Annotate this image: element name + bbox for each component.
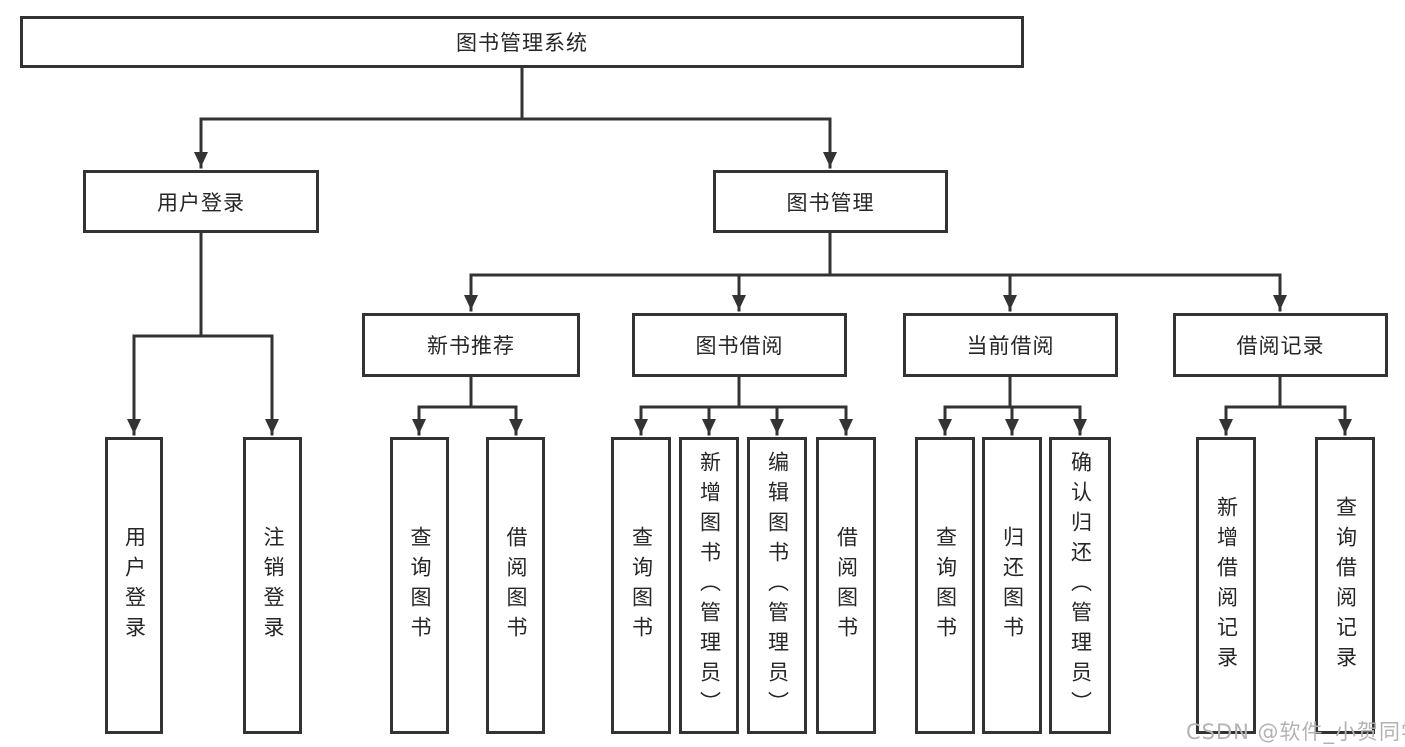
node-current-borrow: 当前借阅 xyxy=(903,313,1118,377)
watermark: CSDN @软件_小贺同学 xyxy=(1186,720,1405,744)
leaf-cb-confirm-return-admin: 确认归还（管理员） xyxy=(1049,437,1111,734)
node-new-book-recommend-label: 新书推荐 xyxy=(427,334,515,358)
node-book-borrow: 图书借阅 xyxy=(632,313,847,377)
node-current-borrow-label: 当前借阅 xyxy=(966,334,1055,358)
node-borrow-records-label: 借阅记录 xyxy=(1236,334,1325,358)
leaf-bb-borrow-books: 借阅图书 xyxy=(816,437,876,734)
leaf-cb-return-books-label: 归还图书 xyxy=(1000,525,1025,646)
node-new-book-recommend: 新书推荐 xyxy=(362,313,580,377)
leaf-nb-borrow-books: 借阅图书 xyxy=(486,437,545,734)
leaf-bb-query-books-label: 查询图书 xyxy=(629,525,654,646)
node-user-login-label: 用户登录 xyxy=(157,190,245,215)
leaf-bb-query-books: 查询图书 xyxy=(611,437,671,734)
node-book-borrow-label: 图书借阅 xyxy=(695,334,784,358)
leaf-bb-add-book-admin-label: 新增图书（管理员） xyxy=(697,450,722,721)
leaf-br-add-record-label: 新增借阅记录 xyxy=(1214,495,1239,676)
leaf-cb-query-books-label: 查询图书 xyxy=(933,525,958,646)
leaf-logout-label: 注销登录 xyxy=(261,525,285,646)
leaf-br-query-record: 查询借阅记录 xyxy=(1315,437,1375,734)
leaf-cb-confirm-return-admin-label: 确认归还（管理员） xyxy=(1068,450,1093,721)
leaf-user-login: 用户登录 xyxy=(105,437,163,734)
leaf-bb-edit-book-admin-label: 编辑图书（管理员） xyxy=(765,450,790,721)
leaf-user-login-label: 用户登录 xyxy=(122,525,147,646)
node-root: 图书管理系统 xyxy=(20,16,1024,68)
node-book-management: 图书管理 xyxy=(713,170,948,233)
node-user-login: 用户登录 xyxy=(83,170,319,233)
leaf-cb-return-books: 归还图书 xyxy=(982,437,1042,734)
node-book-management-label: 图书管理 xyxy=(786,190,875,215)
leaf-cb-query-books: 查询图书 xyxy=(915,437,975,734)
leaf-nb-query-books: 查询图书 xyxy=(390,437,449,734)
leaf-br-add-record: 新增借阅记录 xyxy=(1196,437,1256,734)
node-borrow-records: 借阅记录 xyxy=(1173,313,1388,377)
node-root-label: 图书管理系统 xyxy=(456,31,588,55)
leaf-bb-add-book-admin: 新增图书（管理员） xyxy=(679,437,739,734)
leaf-nb-query-books-label: 查询图书 xyxy=(408,525,432,646)
leaf-bb-borrow-books-label: 借阅图书 xyxy=(834,525,859,646)
leaf-logout: 注销登录 xyxy=(243,437,302,734)
leaf-nb-borrow-books-label: 借阅图书 xyxy=(504,525,528,646)
leaf-br-query-record-label: 查询借阅记录 xyxy=(1333,495,1358,676)
leaf-bb-edit-book-admin: 编辑图书（管理员） xyxy=(747,437,807,734)
